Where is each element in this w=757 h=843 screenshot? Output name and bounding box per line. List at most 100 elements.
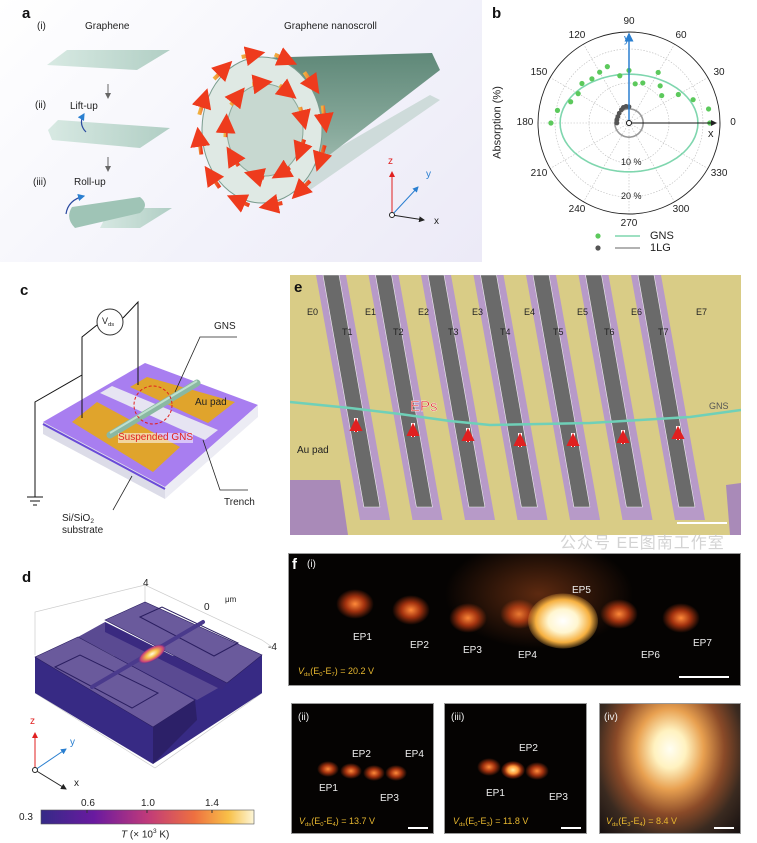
vds-b-sub: 4 [332, 822, 336, 828]
axis-y [391, 186, 419, 216]
electrode-label: E0 [307, 307, 319, 317]
emission-spot [501, 761, 525, 779]
vds-b: -E [630, 816, 640, 826]
emission-spot [385, 765, 407, 781]
vds-b: -E [477, 816, 487, 826]
vds-sub: ds [304, 672, 311, 678]
trench-channel [427, 275, 486, 508]
x-axis-direction-label: x [708, 128, 714, 140]
angle-tick-label: 240 [568, 204, 586, 216]
d-axis-y-label: y [70, 737, 75, 748]
data-point-GNS [617, 73, 623, 79]
current-arrow [191, 88, 212, 116]
gns-label: GNS [214, 321, 236, 332]
trench [100, 386, 218, 440]
ep-label: EP1 [486, 788, 505, 799]
data-point-GNS [655, 69, 661, 76]
device-schematic [27, 300, 258, 511]
substrate-material: Si/SiO [62, 513, 91, 524]
data-point-GNS [597, 69, 603, 75]
current-arrow [273, 47, 298, 66]
gns-wire [290, 400, 741, 427]
vds-a: (E [465, 816, 475, 826]
vds-condition-label: Vds(E0-E3) = 11.8 V [453, 817, 528, 829]
ep-label: EP1 [319, 783, 338, 794]
legend-label: GNS [650, 230, 674, 242]
panel-letter-a: a [22, 5, 31, 22]
colorbar-label-unit: (× 10 [127, 829, 153, 841]
step-i: (i) [37, 21, 46, 32]
emission-spot [662, 603, 700, 633]
tick-4: 4 [143, 578, 149, 589]
polar-origin [626, 120, 632, 126]
scale-bar [679, 676, 729, 678]
vds-a-sub: 3 [627, 822, 631, 828]
ep-label: EP3 [380, 793, 399, 804]
fit-curve-GNS [559, 73, 699, 173]
current-arrow [190, 126, 211, 155]
vds-value: ) = 11.8 V [489, 816, 529, 826]
vds-a: (E [618, 816, 628, 826]
vds-a-sub: 0 [474, 822, 478, 828]
trench-label: T4 [500, 327, 511, 337]
vds-sub: ds [459, 822, 466, 828]
vds-sub: ds [305, 822, 312, 828]
vds-a: (E [310, 666, 320, 676]
radial-tick-label: 10 % [621, 157, 642, 167]
vds-value: ) = 13.7 V [335, 816, 376, 826]
trench-channel [480, 275, 538, 508]
e-gns-label: GNS [709, 401, 729, 411]
colorbar-label-k: K) [156, 829, 170, 841]
ep-label: EP2 [519, 743, 538, 754]
colorbar-min: 0.3 [19, 812, 33, 823]
panel-f-iv: (iv)Vds(E3-E4) = 8.4 V [599, 703, 741, 834]
nanoscroll-label: Graphene nanoscroll [284, 21, 377, 32]
electrode-label: E6 [631, 307, 643, 317]
vds-a: (E [311, 816, 321, 826]
left-block-side [153, 700, 197, 764]
current-arrow [299, 71, 320, 95]
flat-sheet-tail [300, 95, 440, 190]
electrode-label: E7 [696, 307, 708, 317]
left-block-top [34, 636, 196, 728]
current-arrow [215, 113, 236, 138]
ep-label: EP4 [518, 650, 537, 661]
ep-label: EP4 [405, 749, 424, 760]
data-point-GNS [604, 64, 610, 70]
vds-value: ) = 20.2 V [334, 666, 375, 676]
panel-letter-c: c [20, 282, 29, 299]
current-arrow [291, 177, 313, 200]
panel-tag: (iv) [604, 712, 618, 723]
tick-0: 0 [204, 602, 210, 613]
emission-spot [317, 761, 339, 777]
sio2-layer [42, 423, 166, 490]
angle-tick-label: 330 [710, 167, 728, 179]
angular-grid [628, 77, 708, 124]
ep-label: EP2 [352, 749, 371, 760]
ep-label: EP7 [693, 638, 712, 649]
angle-tick-label: 300 [672, 204, 690, 216]
graphene-sheet [47, 50, 170, 70]
angular-grid [583, 122, 630, 202]
legend-marker [595, 233, 601, 239]
right-electrode [138, 606, 240, 657]
current-arrow [204, 165, 225, 189]
sem-image [290, 275, 741, 535]
data-point-GNS [657, 83, 663, 89]
vds-b: -E [323, 816, 333, 826]
polar-frame [537, 31, 721, 215]
wire-ground [34, 374, 83, 497]
legend-marker [595, 245, 601, 251]
substrate-sub: 2 [90, 518, 94, 525]
vds-v: V [102, 316, 109, 326]
vds-v: V [453, 816, 460, 826]
angle-tick-label: 270 [620, 218, 638, 229]
panel-letter-d: d [22, 569, 32, 586]
electrode-label: E4 [524, 307, 536, 317]
angle-tick-label: 120 [568, 29, 586, 41]
au-pad-bottom [290, 480, 348, 535]
vds-v: V [298, 666, 305, 676]
lift-arrow-icon [77, 112, 87, 133]
